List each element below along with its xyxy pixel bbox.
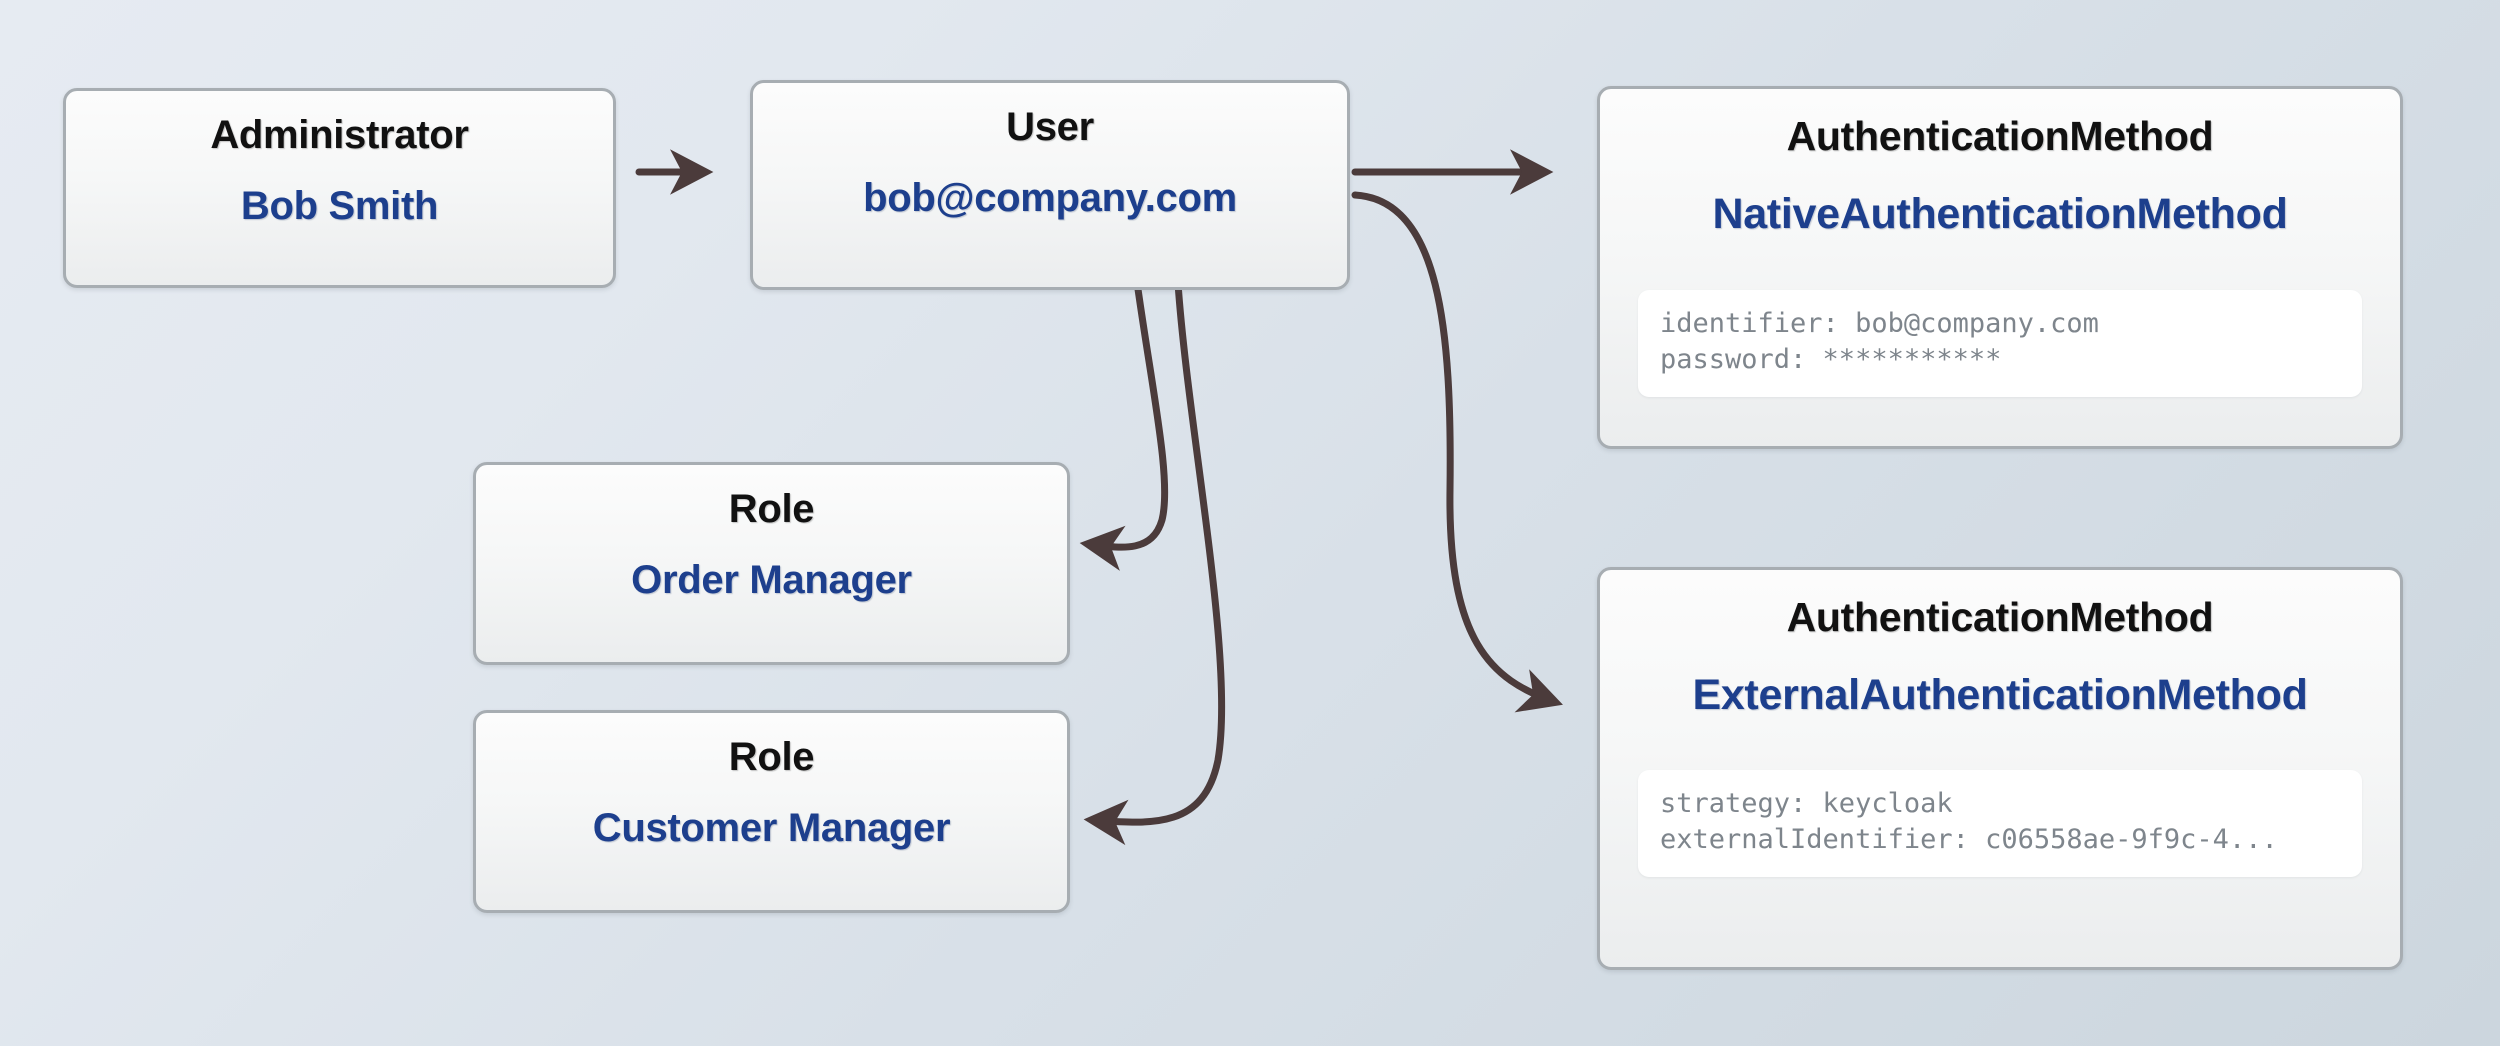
edge-user-to-auth-external — [1351, 191, 1563, 713]
node-user-label: bob@company.com — [863, 176, 1237, 220]
node-administrator[interactable]: Administrator Bob Smith — [63, 88, 616, 288]
edge-user-to-role-order-manager — [1079, 278, 1169, 571]
node-user[interactable]: User bob@company.com — [750, 80, 1350, 290]
property-external-identifier: externalIdentifier: c06558ae-9f9c-4... — [1660, 824, 2278, 856]
node-role-customer-manager-label: Customer Manager — [592, 806, 951, 850]
node-external-authentication-method[interactable]: AuthenticationMethod ExternalAuthenticat… — [1597, 567, 2403, 970]
edge-user-to-role-customer-manager — [1083, 279, 1226, 846]
node-role-order-manager-type: Role — [728, 487, 815, 531]
node-administrator-type: Administrator — [210, 113, 469, 157]
node-role-customer-manager-type: Role — [728, 735, 815, 779]
property-strategy: strategy: keycloak — [1660, 788, 1953, 819]
node-native-authentication-method[interactable]: AuthenticationMethod NativeAuthenticatio… — [1597, 86, 2403, 449]
node-native-authentication-method-label: NativeAuthenticationMethod — [1712, 190, 2288, 238]
node-administrator-label: Bob Smith — [240, 184, 439, 228]
external-authentication-method-properties: strategy: keycloak externalIdentifier: c… — [1638, 770, 2362, 877]
node-native-authentication-method-type: AuthenticationMethod — [1786, 113, 2214, 159]
native-authentication-method-properties: identifier: bob@company.com password: **… — [1638, 290, 2362, 397]
node-external-authentication-method-label: ExternalAuthenticationMethod — [1692, 671, 2308, 719]
node-role-order-manager-label: Order Manager — [631, 558, 912, 602]
property-password: password: *********** — [1660, 344, 2002, 376]
property-identifier: identifier: bob@company.com — [1660, 308, 2099, 339]
node-external-authentication-method-type: AuthenticationMethod — [1786, 594, 2214, 640]
node-role-order-manager[interactable]: Role Order Manager — [473, 462, 1070, 665]
node-user-type: User — [1006, 105, 1094, 149]
node-role-customer-manager[interactable]: Role Customer Manager — [473, 710, 1070, 913]
